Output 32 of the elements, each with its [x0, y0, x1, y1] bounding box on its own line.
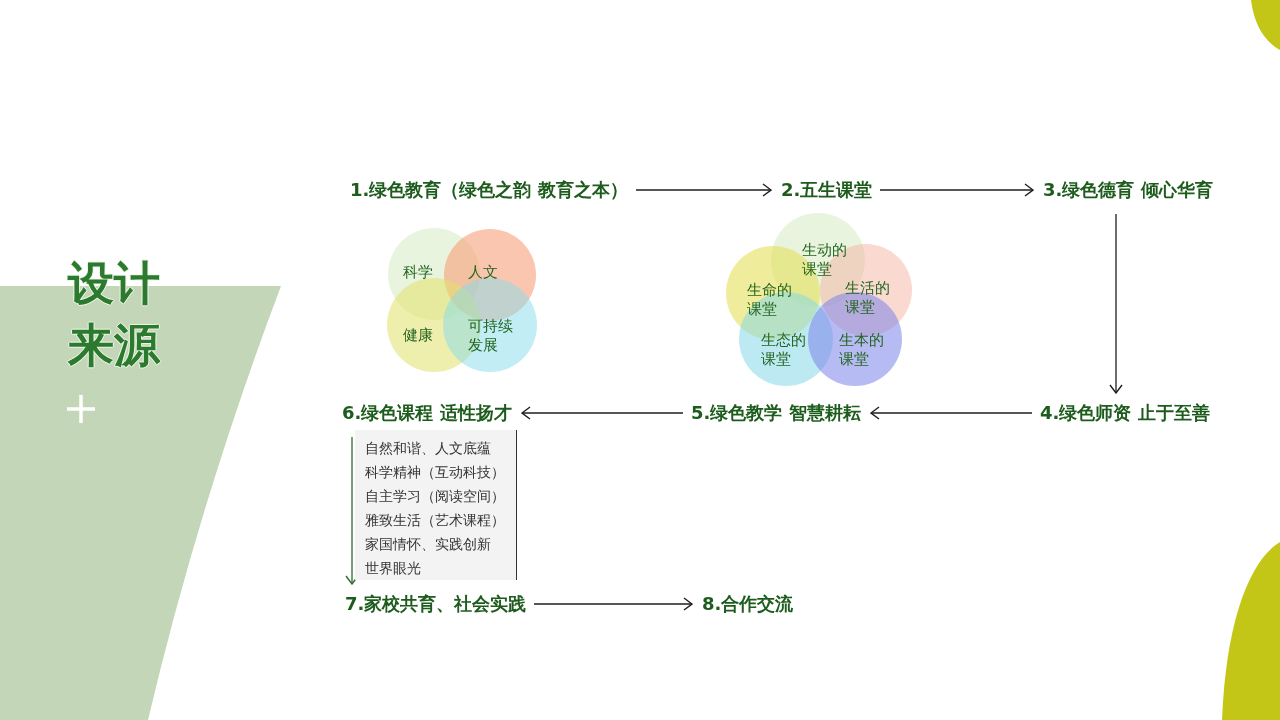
circle-label: 生本的课堂 — [839, 331, 885, 369]
title: 设计来源 — [68, 255, 162, 374]
circle-label: 生活的课堂 — [845, 279, 891, 317]
arrow — [521, 406, 684, 420]
list-item: 科学精神（互动科技） — [365, 463, 506, 482]
step-heading: 3.绿色德育 倾心华育 — [1043, 178, 1213, 202]
list-item: 雅致生活（艺术课程） — [365, 511, 506, 530]
list-item: 家国情怀、实践创新 — [365, 535, 492, 554]
venn-circle — [443, 278, 537, 372]
step-heading: 5.绿色教学 智慧耕耘 — [691, 401, 861, 425]
arrow — [533, 597, 693, 611]
arrow — [635, 183, 772, 197]
step-heading: 1.绿色教育（绿色之韵 教育之本） — [350, 178, 628, 202]
list-item: 自然和谐、人文底蕴 — [365, 439, 492, 458]
step-heading: 8.合作交流 — [702, 592, 794, 616]
list-panel — [355, 430, 517, 580]
list-item: 世界眼光 — [365, 559, 422, 578]
circle-label: 生命的课堂 — [747, 281, 793, 319]
circle-label: 人文 — [468, 263, 499, 282]
circle-label: 科学 — [403, 263, 434, 282]
arrow — [879, 183, 1034, 197]
circle-label: 生动的课堂 — [802, 241, 848, 279]
step-heading: 6.绿色课程 适性扬才 — [342, 401, 512, 425]
step-heading: 2.五生课堂 — [781, 178, 873, 202]
list-item: 自主学习（阅读空间） — [365, 487, 506, 506]
arrow — [870, 406, 1033, 420]
arrow — [1109, 213, 1123, 394]
step-heading: 7.家校共育、社会实践 — [345, 592, 527, 616]
circle-label: 健康 — [403, 326, 434, 345]
circle-label: 可持续发展 — [468, 317, 514, 355]
circle-label: 生态的课堂 — [761, 331, 807, 369]
step-heading: 4.绿色师资 止于至善 — [1040, 401, 1210, 425]
